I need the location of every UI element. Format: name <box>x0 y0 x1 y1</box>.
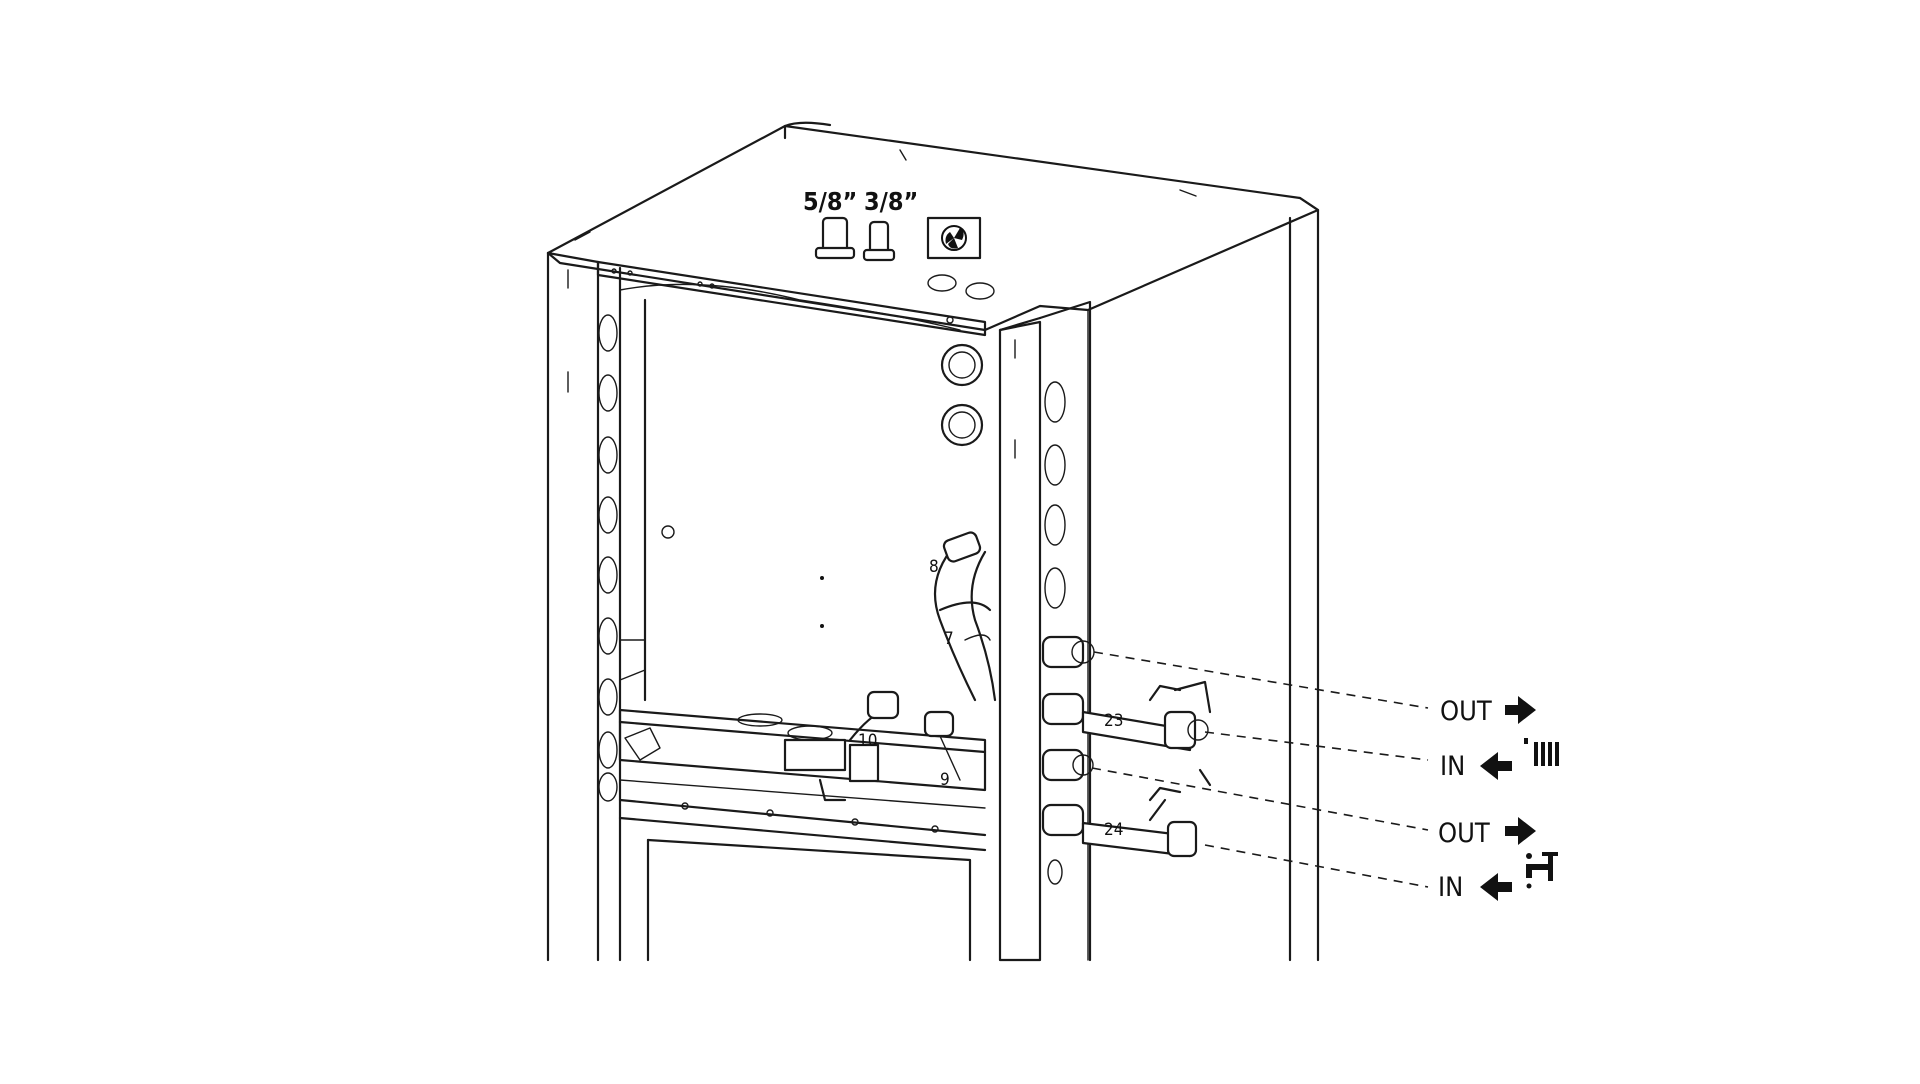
heating-out-label: OUT <box>1440 696 1492 727</box>
leader-lines <box>1091 651 1429 888</box>
left-arrow-icon <box>1480 873 1512 901</box>
front-connection-fittings <box>1041 635 1212 858</box>
water-tap-icon <box>1526 852 1558 889</box>
rear-panel <box>619 298 984 702</box>
part-number-8: 8 <box>929 557 939 577</box>
dhw-in-label: IN <box>1438 872 1463 903</box>
heating-out: OUT <box>1440 696 1536 727</box>
right-arrow-icon <box>1505 817 1536 845</box>
right-frame-post <box>998 300 1092 962</box>
right-arrow-icon <box>1505 696 1536 724</box>
part-number-9: 9 <box>940 770 950 790</box>
size-label-small: 3/8” <box>864 187 918 216</box>
heating-in-label: IN <box>1440 751 1465 782</box>
part-number-23: 23 <box>1104 711 1123 731</box>
part-number-labels: 8 7 10 9 23 24 <box>858 557 1123 840</box>
heating-in: IN <box>1440 738 1559 782</box>
lower-tray <box>618 690 987 962</box>
dhw-out: OUT <box>1438 817 1536 849</box>
dhw-in: IN <box>1438 852 1558 903</box>
connection-labels: OUT IN OUT IN <box>1438 696 1559 903</box>
fan-icon <box>941 225 967 251</box>
pipe-assembly-upper <box>933 531 997 702</box>
left-arrow-icon <box>1480 752 1512 780</box>
left-frame-post <box>546 251 622 962</box>
top-crossbar <box>596 260 995 337</box>
part-number-7: 7 <box>944 629 954 649</box>
top-refrigerant-connections: 5/8” 3/8” <box>803 187 982 262</box>
part-number-24: 24 <box>1104 820 1123 840</box>
dhw-out-label: OUT <box>1438 818 1490 849</box>
size-label-large: 5/8” <box>803 187 857 216</box>
radiator-icon <box>1524 738 1559 766</box>
part-number-10: 10 <box>858 731 877 751</box>
